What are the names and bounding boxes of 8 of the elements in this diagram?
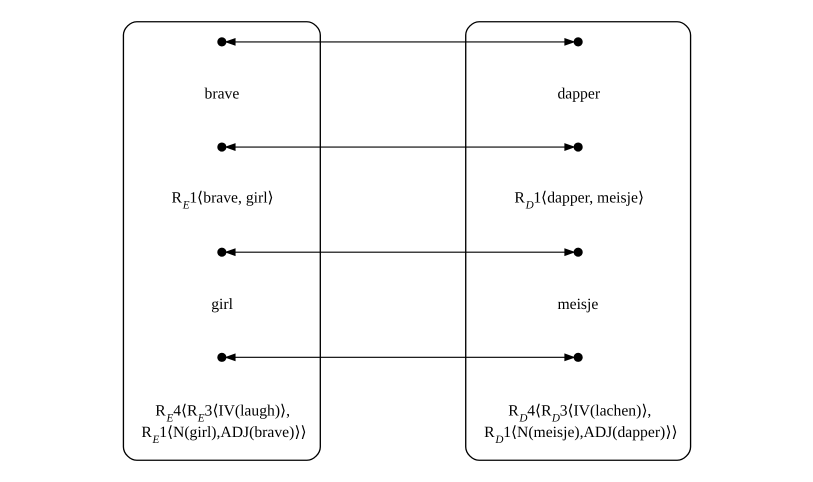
node-label: brave [204,86,239,103]
node-label: R$_{E}$4⟨R$_{E}$3⟨IV(laugh)⟩, R$_{E}$1⟨N(girl),ADJ(brave)⟩⟩ [140,402,306,446]
node-label: girl [210,296,232,313]
node-label: R$_{D}$1⟨dapper, meisje⟩ [514,190,644,212]
node-label: meisje [556,296,598,313]
node-label: dapper [556,86,600,103]
node-label: R$_{E}$1⟨brave, girl⟩ [171,190,274,212]
node-label: R$_{D}$4⟨R$_{D}$3⟨IV(lachen)⟩, R$_{D}$1⟨N(meisje),ADJ(dapper)⟩⟩ [484,402,677,446]
